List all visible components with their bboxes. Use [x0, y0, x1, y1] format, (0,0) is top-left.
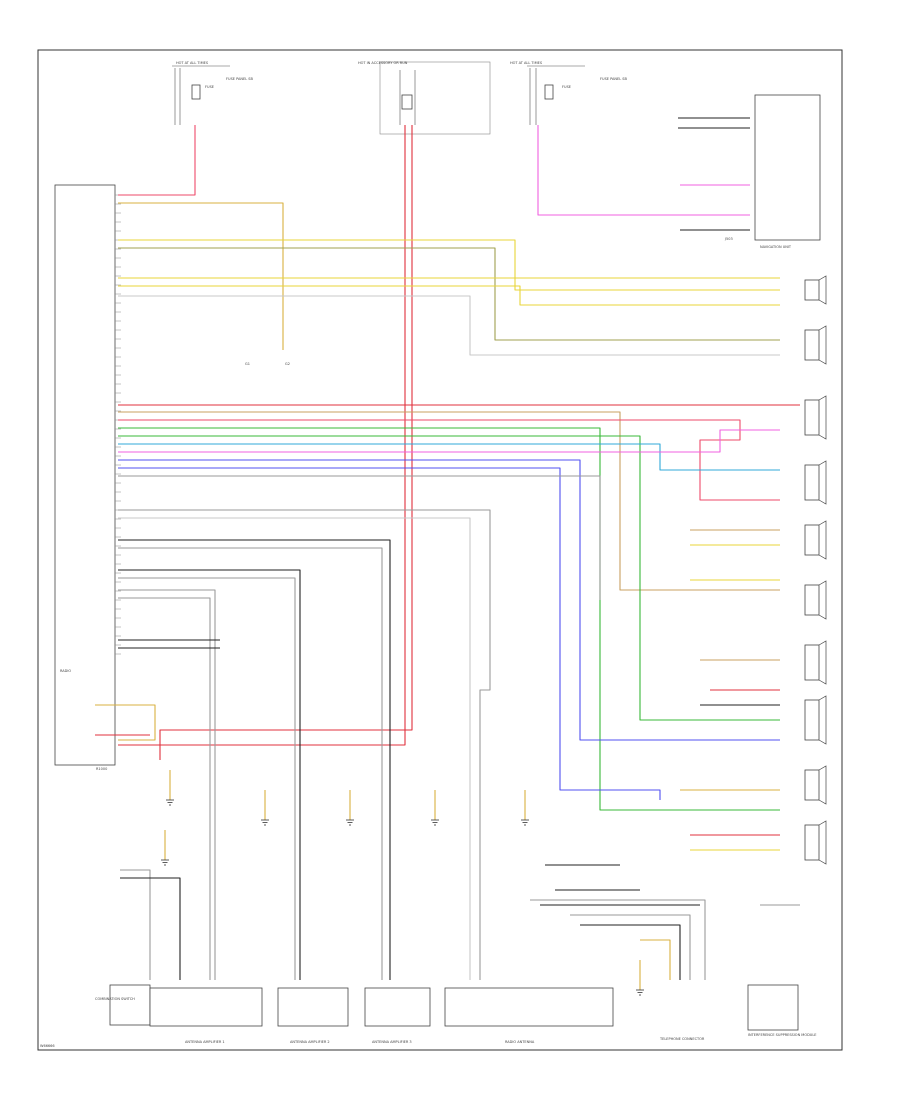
wire-antenna-gray-3: [118, 547, 383, 980]
wire-bundle-green-1: [118, 427, 780, 811]
wire-bundle-light-blue: [118, 443, 780, 471]
wire-bundle-pink: [118, 429, 780, 453]
speaker-9: [804, 769, 820, 801]
speaker-cone-3: [818, 395, 827, 440]
radio-unit-pins: [115, 194, 121, 655]
radio-unit-label: RADIO: [60, 669, 71, 673]
antenna-amp-1-box: [149, 987, 263, 1027]
antenna-amp-3-box: [364, 987, 431, 1027]
speaker-cone-1: [818, 275, 827, 305]
diagram-frame: [37, 49, 843, 1051]
speaker-cone-7: [818, 640, 827, 685]
speaker-6: [804, 584, 820, 616]
interference-module-label: INTERFERENCE SUPPRESSION MODULE: [748, 1033, 817, 1037]
fuse-group-left: HOT AT ALL TIMES FUSE FUSE PANEL SB: [172, 61, 254, 125]
ground-symbols: [161, 770, 644, 996]
fuse-panel-right-label: FUSE PANEL SB: [600, 77, 628, 81]
wire-combination-2: [120, 877, 181, 980]
wire-combination-1: [120, 869, 151, 980]
speaker-3: [804, 399, 820, 436]
telephone-connector-label: TELEPHONE CONNECTOR: [659, 1037, 705, 1041]
wire-rf-door-3: [118, 295, 780, 356]
speaker-cone-6: [818, 580, 827, 620]
wire-radio-ground-left: [118, 202, 284, 350]
navigation-unit-label: NAVIGATION UNIT: [760, 245, 792, 249]
antenna-amp-1-label: ANTENNA AMPLIFIER 1: [185, 1040, 225, 1044]
hot-all-times-left-label: HOT AT ALL TIMES: [176, 61, 209, 65]
footer-code: W66666: [40, 1044, 55, 1048]
combination-switch-box: [109, 984, 151, 1026]
combination-switch-label: COMBINATION SWITCH: [95, 997, 135, 1001]
navigation-unit-code: J503: [724, 237, 733, 241]
ground-center-label: G2: [285, 362, 290, 366]
navigation-module-box: [444, 987, 614, 1027]
wire-bundle-blue-1: [118, 459, 780, 741]
hot-ignition-label: HOT IN ACCESSORY OR RUN: [358, 61, 408, 65]
wire-radio-lower-1: [95, 704, 156, 741]
speaker-cone-5: [818, 520, 827, 560]
antenna-amp-2-label: ANTENNA AMPLIFIER 2: [290, 1040, 330, 1044]
wire-fuse-left-feed: [118, 125, 196, 196]
wire-ignition-feed-b: [159, 125, 413, 760]
wire-lf-door-2: [118, 247, 780, 341]
speaker-2: [804, 329, 820, 361]
radio-unit-code: R1000: [96, 767, 107, 771]
speaker-cone-4: [818, 460, 827, 505]
wire-antenna-gray-6: [118, 597, 211, 980]
wire-lf-door-1: [118, 239, 780, 291]
ground-left-label: G1: [245, 362, 250, 366]
wire-antenna-black-2: [118, 569, 301, 980]
wire-bottom-bundle-1: [530, 899, 706, 980]
hot-all-times-right-label: HOT AT ALL TIMES: [510, 61, 543, 65]
speaker-cone-8: [818, 695, 827, 745]
radio-unit-box: RADIO R1000: [54, 184, 116, 771]
speaker-7: [804, 644, 820, 681]
wire-ignition-feed-a: [118, 125, 406, 746]
wire-bundle-gray: [118, 475, 601, 600]
wire-harness: [95, 117, 800, 980]
wire-antenna-gray-1: [118, 509, 491, 980]
speaker-8: [804, 699, 820, 741]
antenna-amp-2-box: [277, 987, 349, 1027]
wire-antenna-gray-5: [118, 589, 216, 980]
wire-bottom-bundle-5: [640, 939, 671, 980]
wire-bundle-blue-2: [118, 467, 661, 800]
wire-bottom-bundle-4: [580, 924, 681, 980]
navigation-unit-box: NAVIGATION UNIT J503: [724, 94, 821, 249]
speaker-cone-10: [818, 820, 827, 865]
wire-fuse-right-feed: [537, 125, 750, 216]
speaker-5: [804, 524, 820, 556]
fuse-panel-left-label: FUSE PANEL SB: [226, 77, 254, 81]
speaker-cone-9: [818, 765, 827, 805]
wire-bundle-green-2: [118, 435, 780, 721]
speaker-group: [804, 275, 827, 865]
interference-module-box: [747, 984, 799, 1031]
wire-bottom-bundle-3: [570, 914, 691, 980]
wire-antenna-black-1: [118, 539, 391, 980]
speaker-10: [804, 824, 820, 861]
antenna-amp-3-label: ANTENNA AMPLIFIER 3: [372, 1040, 412, 1044]
antenna-amp-4-label: RADIO ANTENNA: [505, 1040, 535, 1044]
fuse-left-label: FUSE: [205, 85, 214, 89]
fuse-right-label: FUSE: [562, 85, 571, 89]
wire-antenna-gray-4: [118, 577, 296, 980]
speaker-4: [804, 464, 820, 501]
wire-rf-door-2: [118, 285, 780, 306]
ignition-group: HOT IN ACCESSORY OR RUN: [358, 61, 491, 135]
speaker-1: [804, 279, 820, 301]
bottom-components: COMBINATION SWITCH ANTENNA AMPLIFIER 1 A…: [40, 984, 817, 1048]
wire-bundle-tan: [118, 411, 780, 591]
fuse-group-right: HOT AT ALL TIMES FUSE FUSE PANEL SB: [510, 61, 628, 125]
wire-antenna-gray-2: [118, 517, 471, 980]
speaker-cone-2: [818, 325, 827, 365]
